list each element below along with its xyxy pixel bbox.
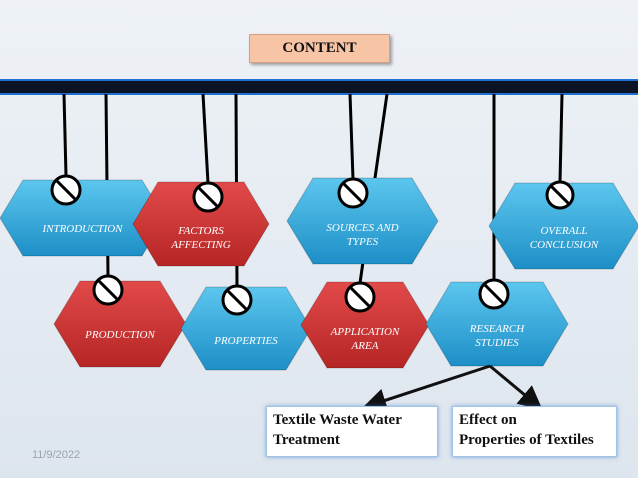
ring-icon xyxy=(337,177,369,209)
ring-icon xyxy=(221,284,253,316)
arrow-to-effect xyxy=(489,364,543,410)
node-properties xyxy=(180,286,312,371)
rod-introduction xyxy=(62,93,68,177)
rod-factors xyxy=(201,93,210,184)
node-sources xyxy=(286,177,439,265)
ring-icon xyxy=(344,281,376,313)
node-shapes xyxy=(0,174,638,371)
rod-conclusion xyxy=(558,93,564,183)
ring-icon xyxy=(50,174,82,206)
content-title: CONTENT xyxy=(249,34,390,63)
ring-icon xyxy=(92,274,124,306)
header-bar xyxy=(0,79,638,95)
research-arrows xyxy=(362,364,543,412)
node-production xyxy=(53,280,187,368)
node-factors xyxy=(132,181,270,267)
note-wastewater: Textile Waste Water Treatment xyxy=(266,406,438,457)
ring-icon xyxy=(545,180,575,210)
arrow-to-wastewater xyxy=(362,364,491,412)
node-research xyxy=(425,281,569,367)
node-conclusion xyxy=(488,182,638,270)
node-application xyxy=(300,281,430,369)
slide-date: 11/9/2022 xyxy=(32,449,81,461)
ring-icon xyxy=(192,181,224,213)
node-introduction xyxy=(0,179,166,257)
top-bar xyxy=(0,79,638,95)
note-effect: Effect on Properties of Textiles xyxy=(452,406,617,457)
rod-sources xyxy=(348,93,355,180)
ring-icon xyxy=(478,278,510,310)
